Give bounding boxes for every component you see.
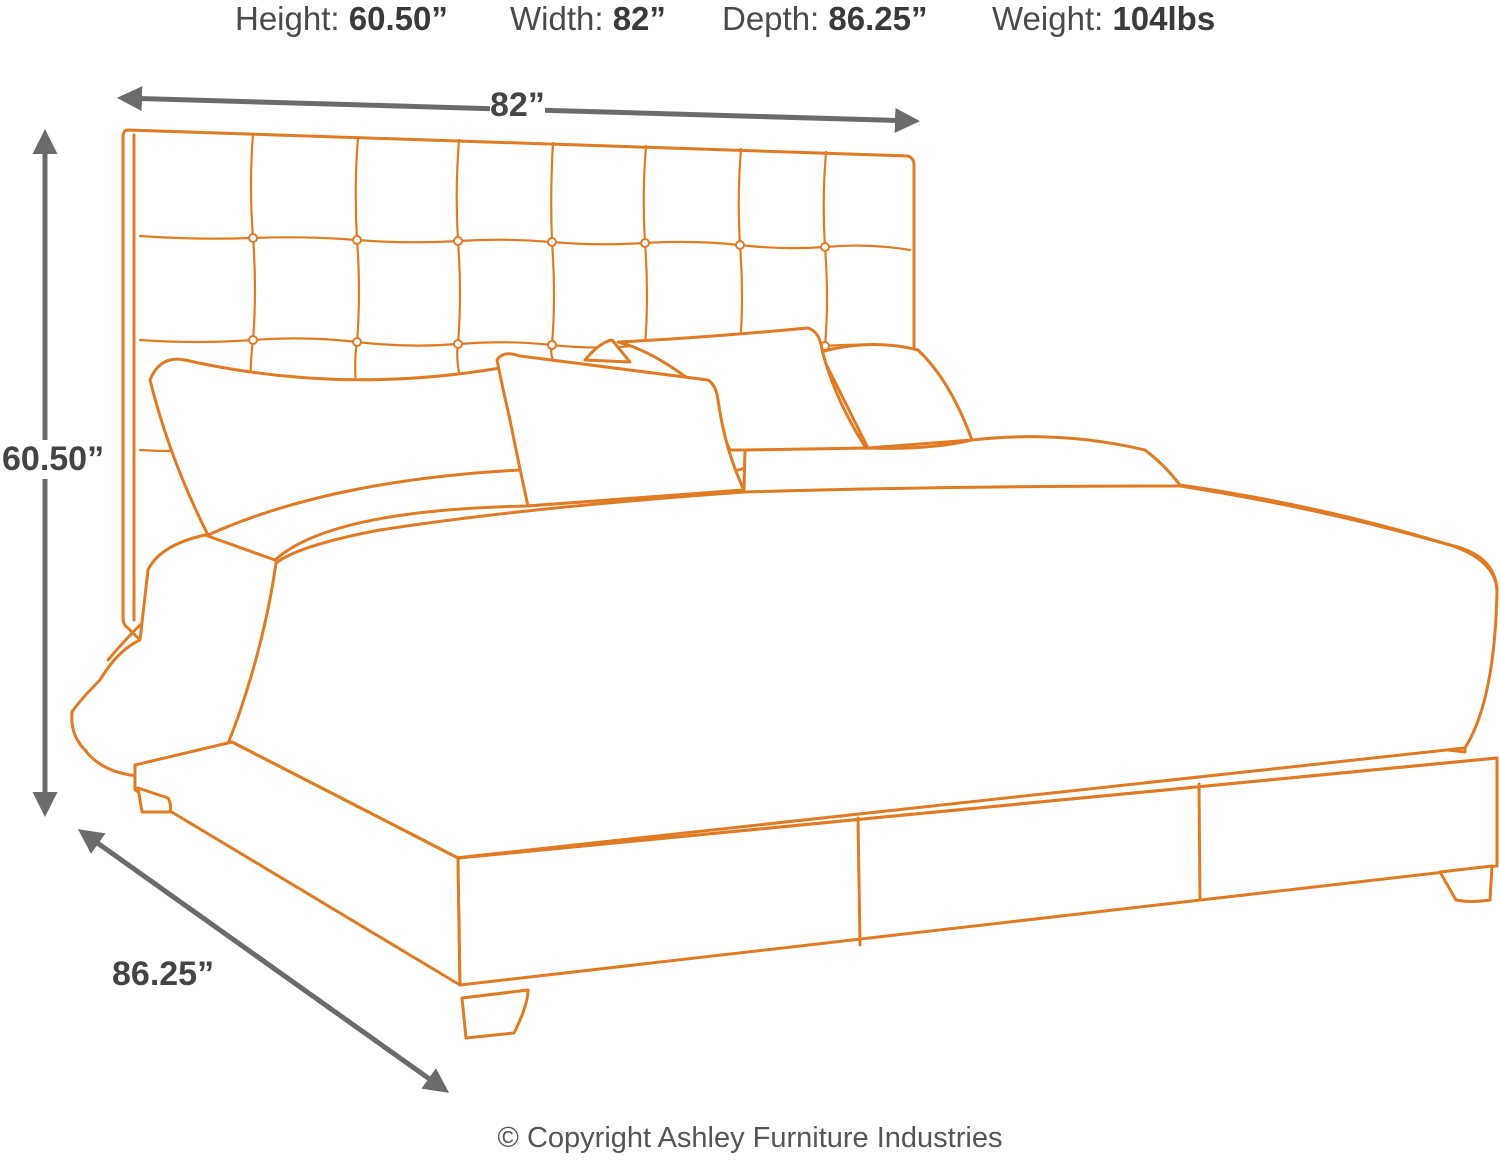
copyright-notice: © Copyright Ashley Furniture Industries: [497, 1122, 1003, 1154]
spec-weight: Weight: 104lbs: [992, 0, 1215, 38]
spec-height: Height: 60.50”: [235, 0, 448, 38]
foot-back-right: [1446, 746, 1467, 754]
foot-back-left: [136, 786, 173, 814]
front-panel-seam-1: [856, 816, 862, 947]
accent-pillow-front: [495, 352, 746, 508]
spec-bar: Height: 60.50” Width: 82” Depth: 86.25” …: [0, 0, 1500, 40]
spec-depth: Depth: 86.25”: [722, 0, 928, 38]
small-pillow-top: [583, 338, 632, 364]
spec-weight-label: Weight:: [992, 0, 1104, 37]
spec-depth-label: Depth:: [722, 0, 820, 37]
spec-width-label: Width:: [510, 0, 604, 37]
spec-height-value: 60.50”: [348, 0, 448, 37]
foot-front-left: [460, 988, 530, 1040]
spec-height-label: Height:: [235, 0, 340, 37]
front-rail-top-edge: [456, 756, 1499, 860]
depth-dimension-label: 86.25”: [112, 955, 215, 994]
bed-outline: [70, 128, 1499, 1040]
height-dimension-label: 60.50”: [2, 440, 105, 479]
front-panel-seam-2: [1197, 782, 1202, 902]
back-pillow-right: [818, 342, 974, 450]
foot-front-right: [1438, 864, 1494, 903]
duvet-drape: [224, 561, 278, 750]
width-dimension-label: 82”: [490, 86, 545, 125]
spec-weight-value: 104lbs: [1112, 0, 1216, 37]
spec-width-value: 82”: [612, 0, 666, 37]
side-rail-edge: [230, 740, 460, 860]
duvet-fold: [274, 484, 1499, 592]
spec-depth-value: 86.25”: [828, 0, 928, 37]
spec-width: Width: 82”: [510, 0, 666, 38]
duvet-side: [106, 623, 142, 662]
depth-arrow: [77, 829, 450, 1093]
